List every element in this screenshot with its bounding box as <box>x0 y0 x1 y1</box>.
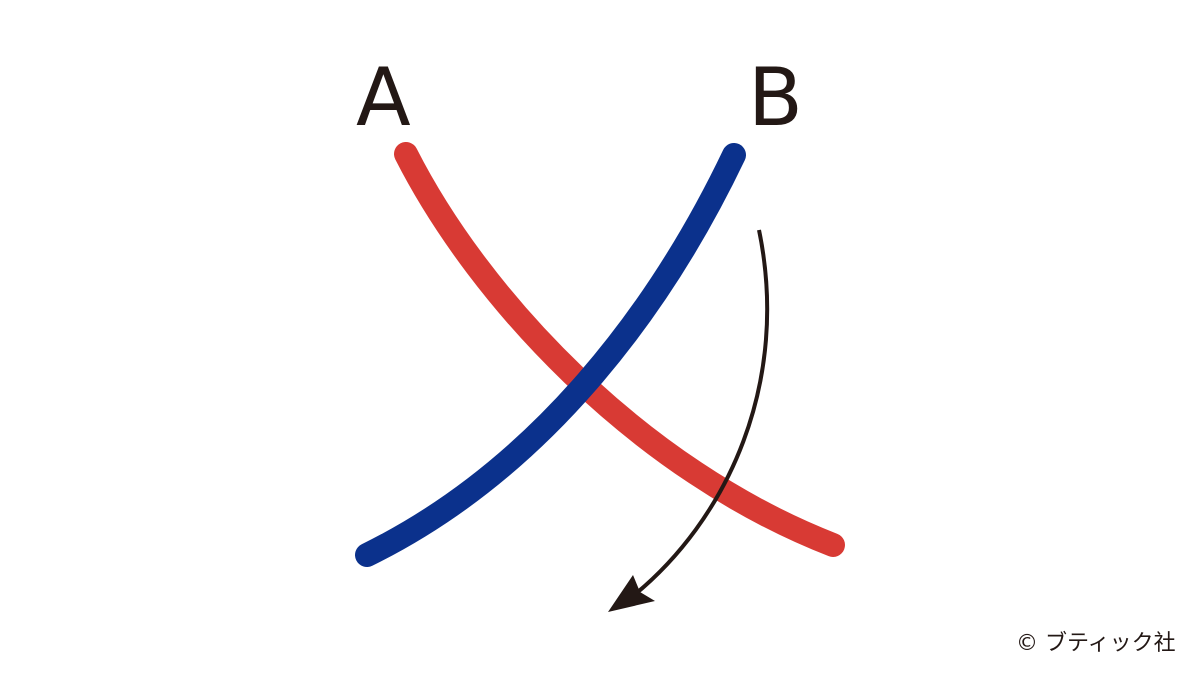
strand-a-label: A <box>356 51 411 144</box>
copyright-notice: © ブティック社 <box>1016 631 1176 656</box>
arrow-shaft <box>626 229 770 602</box>
strand-b-label: B <box>748 51 803 144</box>
curved-arrow-icon <box>608 229 770 612</box>
strand-b <box>355 143 746 567</box>
strand-a <box>394 142 845 557</box>
arrow-head <box>608 575 655 612</box>
